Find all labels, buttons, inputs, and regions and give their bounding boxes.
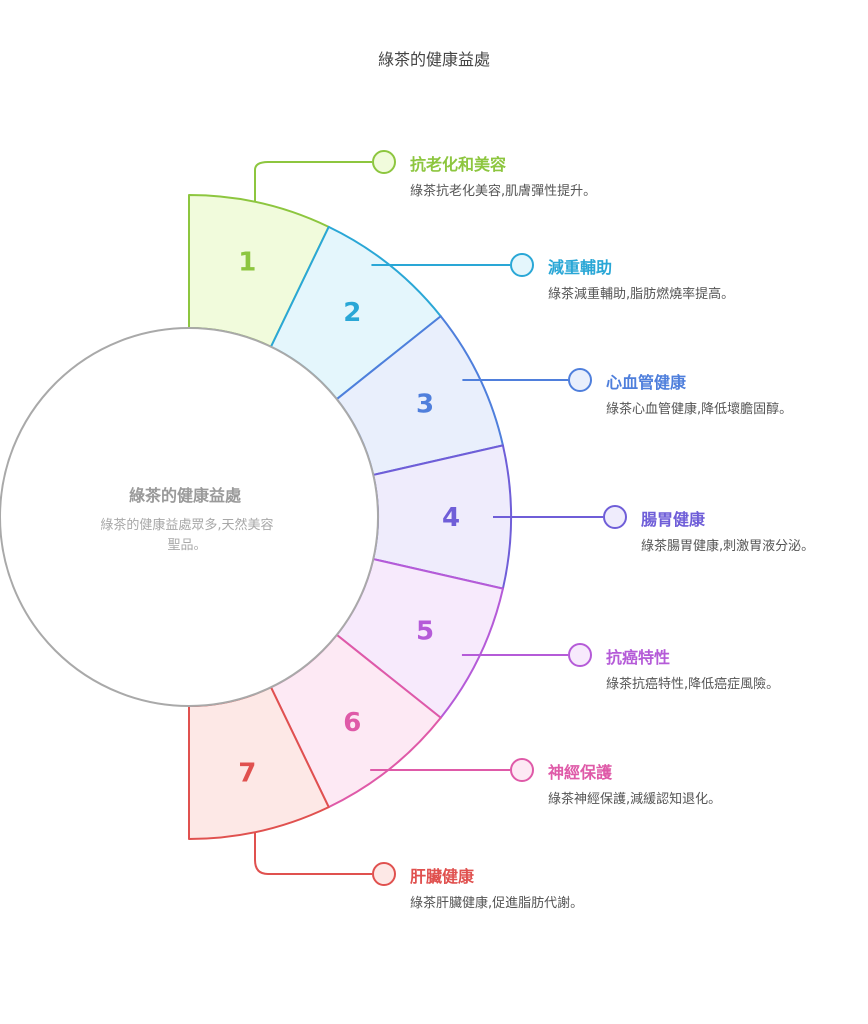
center-description: 綠茶的健康益處眾多,天然美容聖品。 bbox=[100, 518, 274, 553]
benefit-title-6: 神經保護 bbox=[548, 763, 613, 782]
segment-number-2: 2 bbox=[343, 298, 361, 328]
connector-dot-7 bbox=[372, 862, 396, 886]
center-title: 綠茶的健康益處 bbox=[128, 486, 241, 505]
segment-number-7: 7 bbox=[238, 758, 256, 788]
benefit-description-7: 綠茶肝臟健康,促進脂肪代謝。 bbox=[410, 896, 584, 911]
connector-line-1 bbox=[254, 161, 372, 201]
connector-dot-2 bbox=[510, 253, 534, 277]
segment-number-5: 5 bbox=[416, 617, 434, 647]
benefit-description-4: 綠茶腸胃健康,刺激胃液分泌。 bbox=[641, 539, 815, 554]
benefit-description-1: 綠茶抗老化美容,肌膚彈性提升。 bbox=[410, 184, 597, 199]
benefit-description-2: 綠茶減重輔助,脂肪燃燒率提高。 bbox=[548, 287, 735, 302]
benefit-title-3: 心血管健康 bbox=[606, 373, 687, 392]
benefit-title-1: 抗老化和美容 bbox=[410, 155, 507, 174]
benefit-description-3: 綠茶心血管健康,降低壞膽固醇。 bbox=[606, 402, 793, 417]
connector-dot-1 bbox=[372, 150, 396, 174]
benefit-description-6: 綠茶神經保護,減緩認知退化。 bbox=[548, 792, 722, 807]
connector-dot-5 bbox=[568, 643, 592, 667]
benefit-description-5: 綠茶抗癌特性,降低癌症風險。 bbox=[606, 677, 780, 692]
segment-number-3: 3 bbox=[416, 389, 434, 419]
segment-number-1: 1 bbox=[238, 248, 256, 278]
benefit-title-7: 肝臟健康 bbox=[410, 867, 475, 886]
benefit-title-5: 抗癌特性 bbox=[606, 648, 671, 667]
connector-dot-3 bbox=[568, 368, 592, 392]
segment-number-6: 6 bbox=[343, 708, 361, 738]
center-circle bbox=[0, 327, 379, 707]
connector-line-7 bbox=[254, 833, 372, 875]
benefit-title-4: 腸胃健康 bbox=[641, 510, 706, 529]
page-title: 綠茶的健康益處 bbox=[377, 50, 490, 69]
connector-dot-6 bbox=[510, 758, 534, 782]
segment-number-4: 4 bbox=[442, 503, 460, 533]
connector-dot-4 bbox=[603, 505, 627, 529]
benefit-title-2: 減重輔助 bbox=[548, 258, 613, 277]
